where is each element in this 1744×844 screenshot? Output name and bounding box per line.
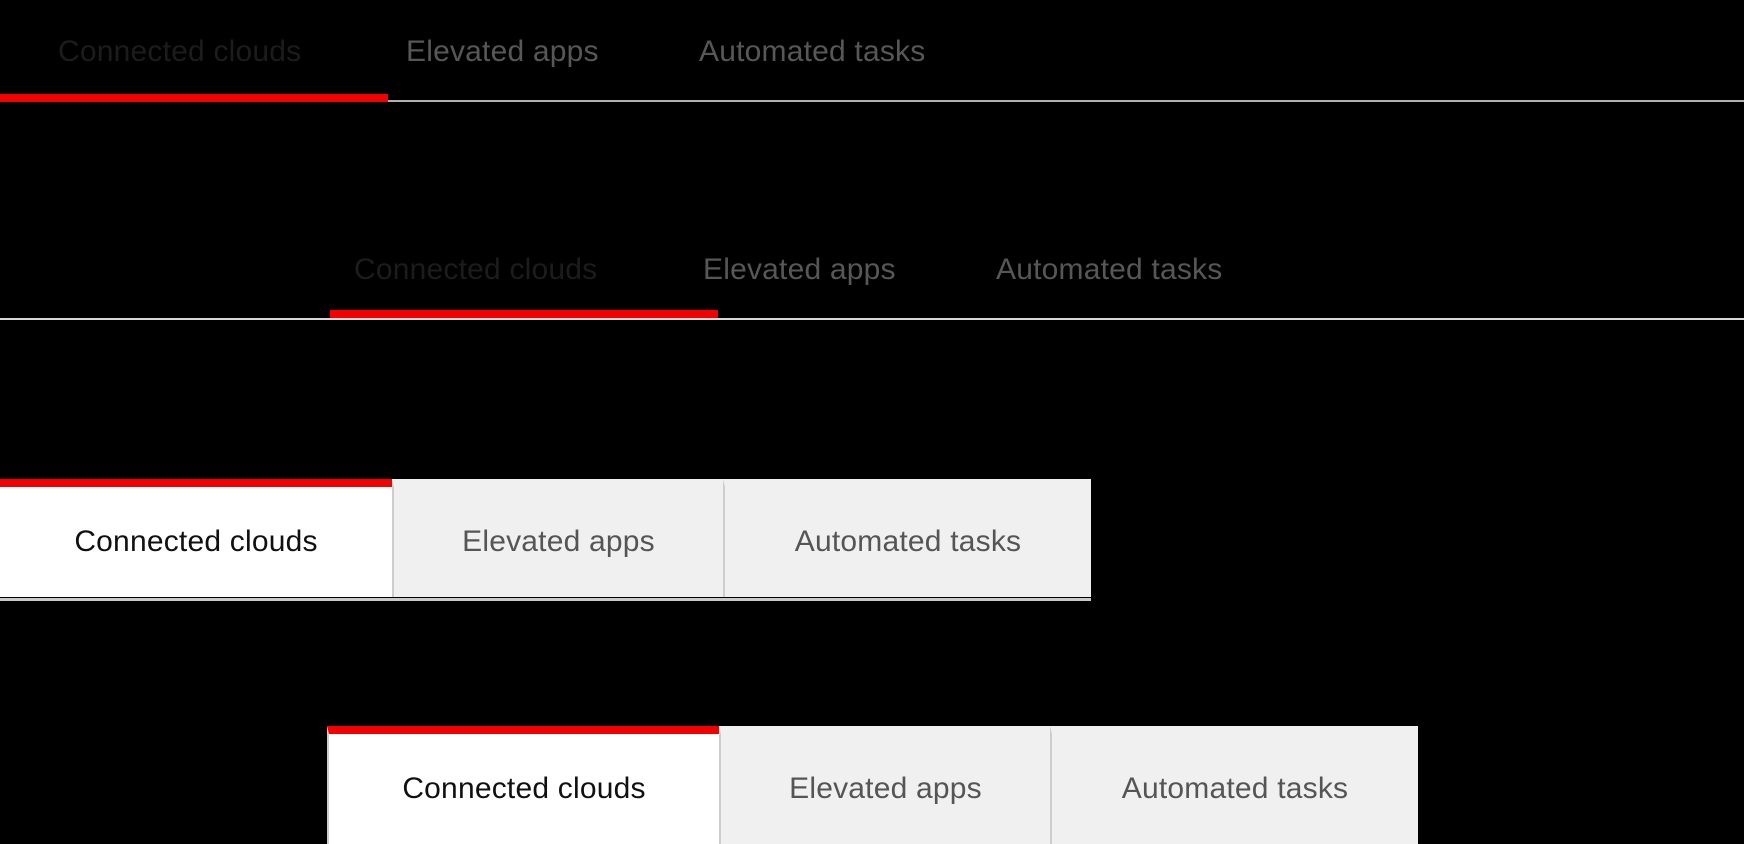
tab-elevated-apps[interactable]: Elevated apps (406, 12, 599, 92)
tab-elevated-apps[interactable]: Elevated apps (719, 726, 1050, 844)
tablist-boxed-left: Connected clouds Elevated apps Automated… (0, 479, 1091, 601)
tab-label: Elevated apps (406, 35, 599, 68)
tab-connected-clouds[interactable]: Connected clouds (354, 230, 597, 310)
tab-label: Automated tasks (1121, 772, 1349, 805)
tab-label: Automated tasks (794, 525, 1022, 558)
tab-label: Automated tasks (699, 35, 926, 68)
tab-connected-clouds[interactable]: Connected clouds (327, 726, 719, 844)
tab-automated-tasks[interactable]: Automated tasks (996, 230, 1222, 310)
tab-label: Connected clouds (58, 35, 302, 68)
active-tab-indicator (330, 310, 718, 318)
tab-elevated-apps[interactable]: Elevated apps (703, 230, 896, 310)
tab-label: Connected clouds (354, 253, 598, 286)
tablist-bottom-rule (0, 598, 1091, 601)
tablist-underline-indented: Connected clouds Elevated apps Automated… (0, 230, 1744, 310)
active-tab-indicator (0, 94, 388, 102)
tab-label: Connected clouds (74, 525, 318, 558)
tab-elevated-apps[interactable]: Elevated apps (392, 479, 723, 597)
tablist-boxed-indented: Connected clouds Elevated apps Automated… (327, 726, 1418, 844)
tab-label: Connected clouds (402, 772, 646, 805)
tab-automated-tasks[interactable]: Automated tasks (1050, 726, 1418, 844)
tab-label: Elevated apps (462, 525, 655, 558)
tab-automated-tasks[interactable]: Automated tasks (723, 479, 1091, 597)
tablist-baseline-rule (0, 318, 1744, 320)
tab-label: Elevated apps (703, 253, 896, 286)
tab-label: Automated tasks (996, 253, 1223, 286)
tab-label: Elevated apps (789, 772, 982, 805)
tab-connected-clouds[interactable]: Connected clouds (58, 12, 301, 92)
tab-connected-clouds[interactable]: Connected clouds (0, 479, 392, 597)
tablist-underline-left: Connected clouds Elevated apps Automated… (0, 12, 1744, 92)
tab-automated-tasks[interactable]: Automated tasks (699, 12, 925, 92)
tablist-baseline-rule (0, 100, 1744, 102)
